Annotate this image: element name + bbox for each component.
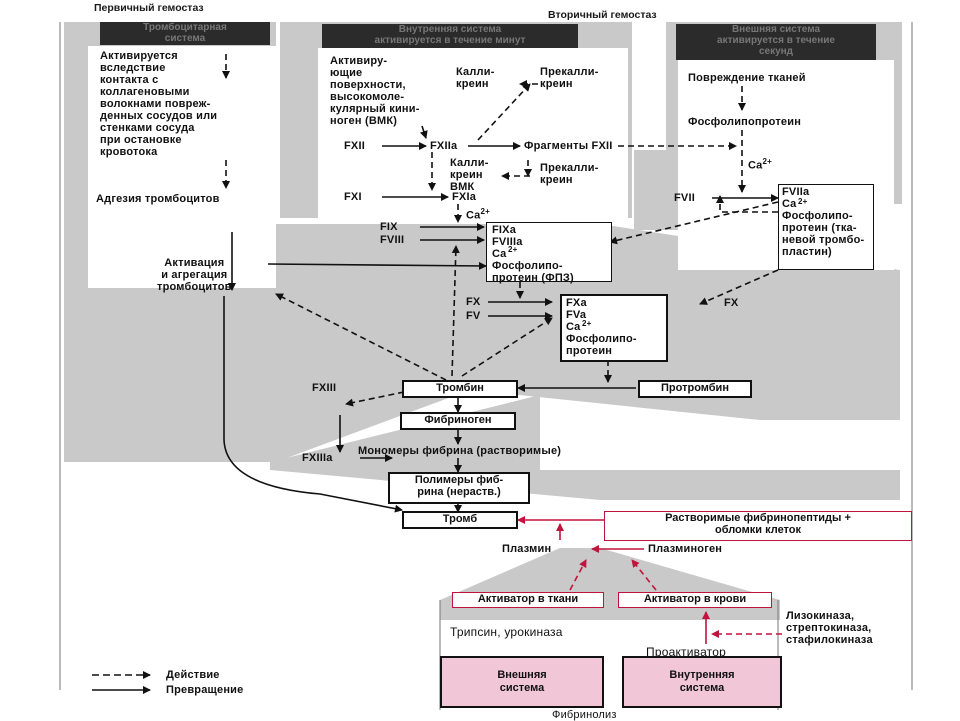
dash-fviia-tenase [609,201,779,245]
dash-thrombin-fviii [451,245,460,377]
tenase-complex: FIXa FVIIIa Ca Фосфолипо- протеин (ФПЗ) [492,224,574,284]
fibrinogen-box: Фибриноген [400,412,516,430]
dash-thrombin-platelets [275,293,447,381]
fibrin-monomers: Мономеры фибрина (растворимые) [358,445,562,457]
dash-fxiia-kallikrein [477,83,531,141]
red-blood-plasmin [631,559,657,591]
red-tissue-plasmin [569,559,587,591]
intrinsic-text-area [318,48,628,218]
fxiiia: FXIIIa [302,452,333,464]
platelet-aggregation: Активация и агрегация тромбоцитов [157,257,232,293]
fxiia: FXIIa [430,140,458,152]
activation-description: Активируется вследствие контакта с колла… [100,50,218,158]
fv: FV [466,310,481,322]
kallikrein-bmk: Калли- креин ВМК [450,157,489,193]
plasminogen: Плазминоген [648,543,723,555]
extrinsic-system-header: Внешняя система активируется в течение с… [676,24,876,60]
platelet-system-header: Тромбоцитарная система [100,22,270,45]
fvii: FVII [674,192,695,204]
kallikrein: Калли- креин [456,66,495,90]
intrinsic-system-header: Внутренняя система активируется в течени… [322,24,578,48]
primary-hemostasis-title: Первичный гемостаз [94,2,204,14]
soluble-fibrinopeptides-box: Растворимые фибринопептиды + обломки кле… [604,511,912,541]
plasmin: Плазмин [502,543,552,555]
fxii: FXII [344,140,365,152]
fviia-complex-box [778,184,874,270]
prothrombinase-ca-superscript: 2+ [582,319,592,328]
tenase-complex-box [486,222,612,282]
activating-surfaces: Активиру- ющие поверхности, высокомоле- … [330,55,420,127]
dash-surfaces-fxiia [419,125,428,139]
prothrombinase-complex: FXa FVa Ca Фосфолипо- протеин [566,297,637,357]
arrow-aggregation-clot [223,296,403,513]
dash-fviia-fx [699,269,779,305]
tenase-ca-superscript: 2+ [508,245,518,254]
fibrin-polymers-box: Полимеры фиб- рина (нераств.) [388,472,530,504]
fxii-fragments: Фрагменты FXII [524,140,613,152]
secondary-hemostasis-title: Вторичный гемостаз [548,9,657,21]
fx: FX [466,296,481,308]
primary-text-area [88,46,276,288]
fviia-ca-superscript: 2+ [798,197,808,206]
prothrombinase-box [560,294,668,362]
trypsin-urokinase: Трипсин, урокиназа [450,625,563,639]
blood-activator-box: Активатор в крови [618,592,772,608]
prothrombin-box: Протромбин [638,380,752,398]
red-arrows [517,516,782,644]
dash-thrombin-fv [461,317,553,377]
platelet-adhesion: Адгезия тромбоцитов [96,193,220,205]
fibrinolysis-caption: Фибринолиз [552,709,617,721]
tissue-activator-box: Активатор в ткани [452,592,604,608]
calcium-2: Ca2+ [748,157,772,172]
external-system-box: Внешняя система [440,656,604,708]
fxi: FXI [344,191,362,203]
internal-system-box: Внутренняя система [622,656,782,708]
fix: FIX [380,221,398,233]
proactivator: Проактиватор [646,645,726,659]
legend-lines [92,671,151,694]
legend-action-label: Действие [166,669,220,681]
fviia-complex: FVIIa Ca Фосфолипо- протеин (тка- невой … [782,186,865,258]
fxia: FXIa [452,191,477,203]
dashed-arrows [222,54,779,407]
arrow-aggregation-to-tenase [267,261,487,270]
phospholipoprotein: Фосфолипопротеин [688,116,802,128]
prekallikrein: Прекалли- креин [540,66,599,90]
thrombin-box: Тромбин [402,380,518,398]
prekallikrein-2: Прекалли- креин [540,162,599,186]
tissue-damage: Повреждение тканей [688,72,806,84]
fviii: FVIII [380,234,405,246]
fxiii: FXIII [312,382,337,394]
solid-arrows [223,142,779,513]
kinases-list: Лизокиназа, стрептокиназа, стафилокиназа [786,610,873,646]
legend-conversion-label: Превращение [166,684,244,696]
clot-box: Тромб [402,511,518,529]
fibrinolysis-shade [440,548,780,620]
calcium-1: Ca2+ [466,207,490,222]
fx-extrinsic: FX [724,297,739,309]
